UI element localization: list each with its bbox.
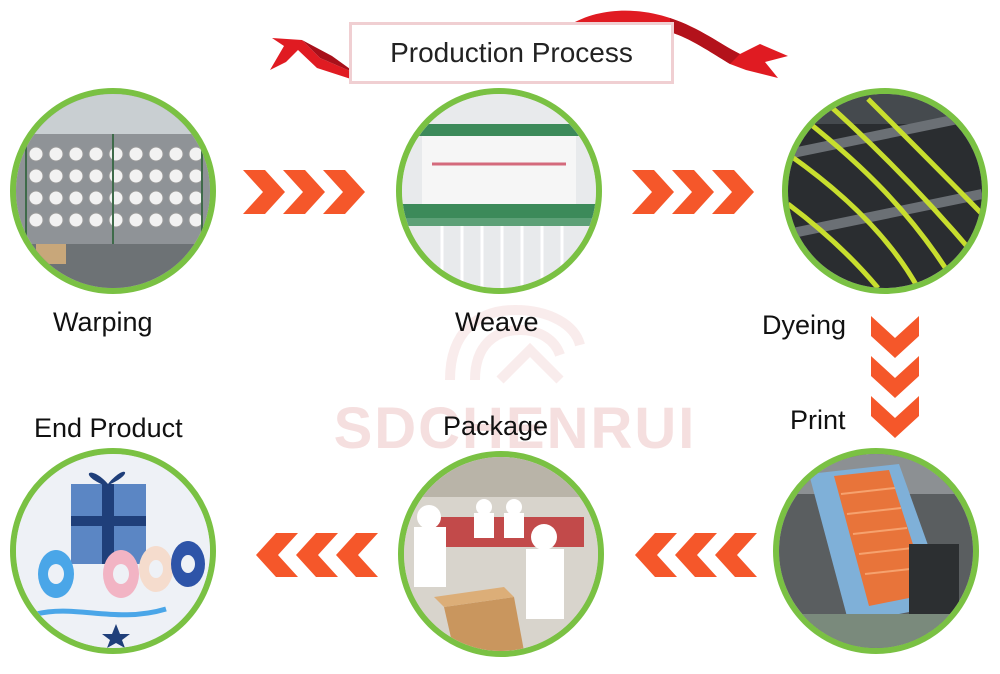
step-label-warping: Warping [53,307,153,337]
watermark-text: SDCHENRUI [333,396,697,461]
step-label-package: Package [443,411,549,441]
step-image-dyeing [782,88,988,294]
step-label-dyeing: Dyeing [762,310,847,340]
arrow-left-icon [635,533,757,577]
step-image-print [773,448,979,654]
page-title: Production Process [349,22,674,84]
step-image-end-product [10,448,216,654]
arrow-right-icon [632,170,754,214]
arrow-right-icon [243,170,365,214]
step-image-warping [10,88,216,294]
step-image-weave [396,88,602,294]
step-label-print: Print [790,405,846,435]
ribbon-left-decoration [270,38,357,80]
step-label-end-product: End Product [34,413,183,443]
step-label-weave: Weave [455,307,539,337]
watermark-logo-icon [445,304,585,384]
arrow-down-icon [871,316,919,438]
arrow-left-icon [256,533,378,577]
ribbon-right-decoration [568,10,788,78]
step-image-package [398,451,604,657]
